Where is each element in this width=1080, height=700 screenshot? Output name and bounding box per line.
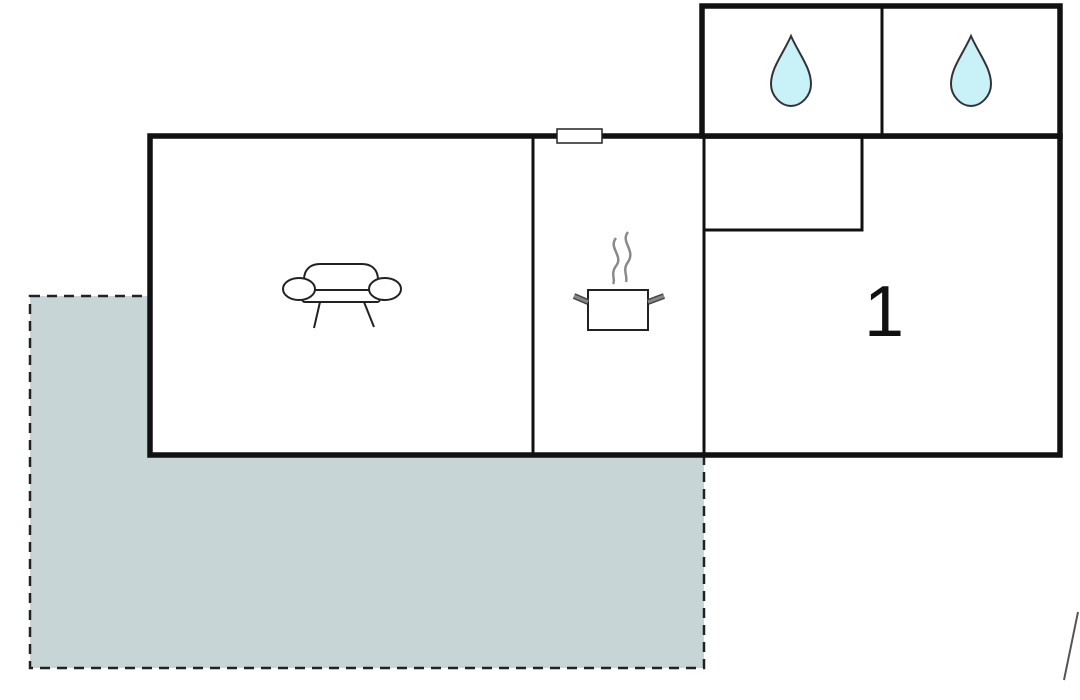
water-drop-icon bbox=[949, 33, 993, 108]
water-drop-icon bbox=[769, 33, 813, 108]
cooking-pot-icon bbox=[572, 231, 666, 331]
window bbox=[556, 128, 603, 144]
sofa-icon bbox=[282, 263, 402, 329]
closet-wall bbox=[704, 136, 864, 232]
compass-arrow-icon bbox=[1063, 611, 1079, 681]
bedroom-label: 1 bbox=[864, 272, 904, 352]
